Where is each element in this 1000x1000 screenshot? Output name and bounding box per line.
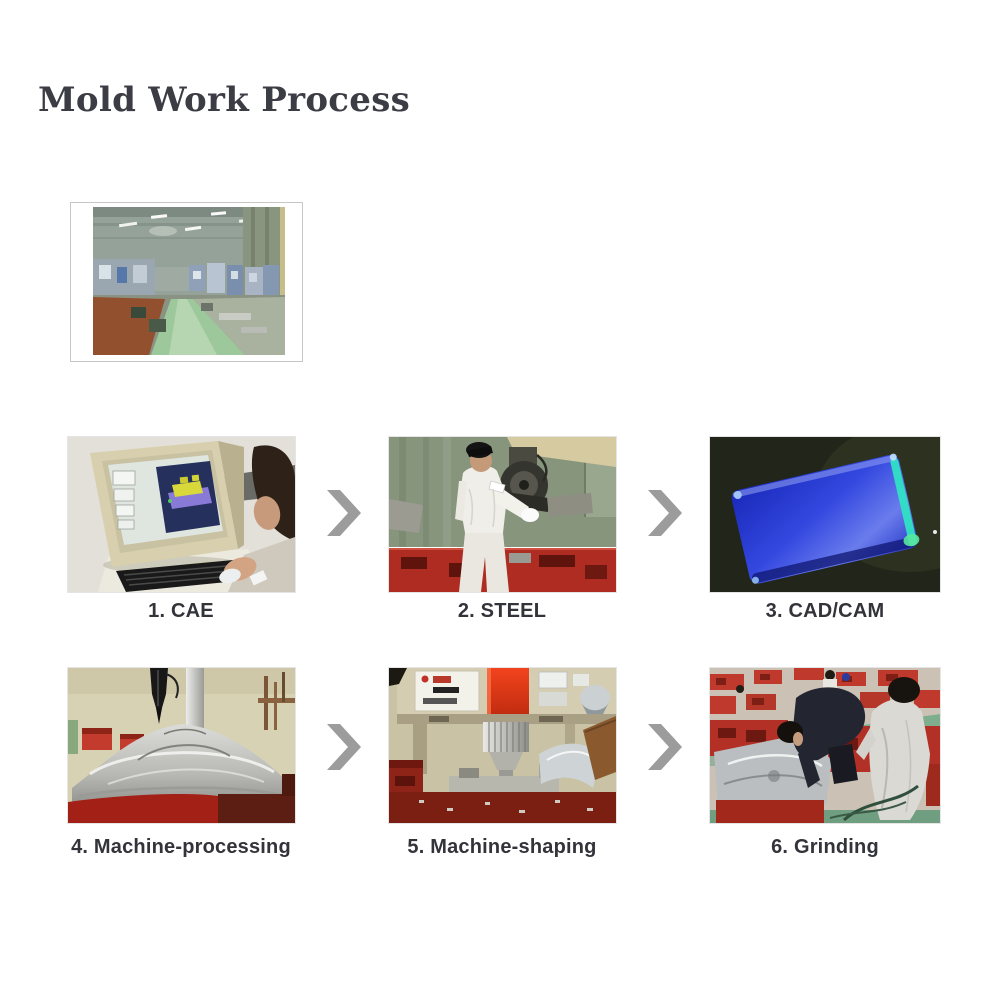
machine-shaping-cnc-photo [388,667,617,824]
step-caption-machine-processing: 4. Machine-processing [71,836,291,858]
chevron-right-icon [327,724,361,770]
machine-processing-mold-photo [67,667,296,824]
steel-machining-photo [388,436,617,593]
step-caption-grinding: 6. Grinding [771,836,879,858]
chevron-right-icon [648,490,682,536]
cae-workstation-photo [67,436,296,593]
cad-cam-model-photo [709,436,941,593]
step-caption-cae: 1. CAE [148,600,214,622]
step-caption-steel: 2. STEEL [457,600,547,622]
chevron-right-icon [648,724,682,770]
step-caption-cad-cam: 3. CAD/CAM [765,600,885,622]
chevron-right-icon [327,490,361,536]
step-caption-machine-shaping: 5. Machine-shaping [407,836,597,858]
page-title: Mold Work Process [38,80,411,120]
factory-overview-frame [70,202,303,362]
factory-floor-overview-photo [93,207,285,355]
grinding-workers-photo [709,667,941,824]
